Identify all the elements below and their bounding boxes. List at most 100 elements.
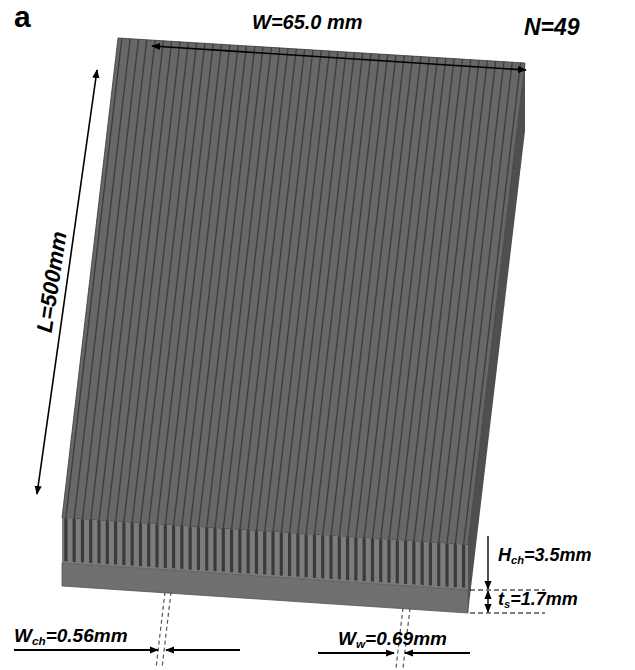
channel-line: [372, 57, 429, 539]
channel-slot: [222, 529, 225, 572]
channel-slot: [230, 529, 233, 572]
channel-line: [140, 43, 196, 523]
channel-slot: [338, 536, 341, 579]
channel-line: [91, 40, 147, 520]
subscript-text: s: [504, 598, 510, 610]
channel-line: [464, 63, 521, 545]
channel-line: [66, 38, 122, 518]
channel-line: [132, 42, 188, 522]
channel-slot: [429, 542, 432, 585]
channel-slot: [255, 531, 258, 574]
label-text: N=49: [524, 14, 580, 40]
dimension-arrow: [405, 652, 470, 654]
channel-slot: [280, 532, 283, 575]
subscript-text: w: [356, 637, 365, 650]
label-text: =1.7mm: [510, 589, 578, 609]
channel-slot: [263, 531, 266, 574]
channel-line: [174, 45, 230, 526]
channel-line: [190, 46, 246, 527]
label-text: =3.5mm: [524, 545, 592, 565]
channel-slot: [445, 543, 448, 586]
channel-slot: [238, 530, 241, 573]
channel-line: [149, 43, 205, 523]
channel-slot: [404, 541, 407, 584]
channel-line: [223, 48, 279, 529]
channel-line: [157, 44, 213, 524]
channel-slot: [387, 540, 390, 583]
channel-slot: [180, 526, 183, 569]
channel-line: [339, 55, 396, 536]
channel-slot: [155, 524, 158, 567]
top-face: [62, 38, 525, 545]
channel-line: [348, 56, 405, 537]
channel-slot: [247, 530, 250, 573]
channel-slot: [114, 521, 117, 564]
channel-slot: [296, 534, 299, 577]
channel-line: [422, 60, 479, 542]
dimension-label: N=49: [524, 16, 580, 39]
channel-slot: [454, 544, 457, 587]
channel-slot: [205, 528, 208, 571]
channel-slot: [437, 543, 440, 586]
dimension-arrow: [166, 649, 240, 651]
dashed-guide: [162, 592, 171, 668]
channel-slot: [379, 539, 382, 582]
channel-line: [207, 47, 263, 528]
channel-slot: [346, 537, 349, 580]
channel-line: [182, 45, 238, 526]
dimension-label: Hch=3.5mm: [498, 546, 592, 566]
channel-slot: [81, 519, 84, 562]
label-text: H: [498, 545, 511, 565]
dimension-arrow: [487, 591, 488, 612]
channel-slot: [412, 541, 415, 584]
channel-slot: [197, 527, 200, 570]
channel-line: [240, 49, 296, 530]
channel-line: [381, 58, 438, 540]
channel-line: [290, 52, 347, 533]
channel-line: [430, 61, 487, 543]
channel-line: [298, 53, 355, 534]
subscript-text: ch: [511, 554, 524, 566]
channel-slot: [321, 535, 324, 578]
channel-line: [455, 62, 512, 544]
channel-line: [414, 60, 471, 542]
channel-slot: [97, 520, 100, 563]
channel-slot: [363, 538, 366, 581]
dimension-label: W=65.0 mm: [252, 12, 363, 32]
channel-slot: [64, 518, 67, 561]
label-text: =0.56mm: [46, 625, 128, 646]
channel-line: [74, 39, 130, 519]
channel-slot: [164, 525, 167, 568]
channel-slot: [313, 535, 316, 578]
channel-slot: [329, 536, 332, 579]
label-text: W: [14, 625, 32, 646]
channel-slot: [288, 533, 291, 576]
channel-line: [248, 49, 304, 530]
channel-line: [281, 52, 338, 533]
channel-slot: [131, 523, 134, 566]
channel-slot: [462, 545, 465, 588]
channel-slot: [271, 532, 274, 575]
channel-slot: [189, 526, 192, 569]
dimension-label: a: [14, 2, 31, 32]
dashed-guide: [470, 612, 545, 613]
channel-line: [215, 47, 271, 528]
channel-slot: [73, 519, 76, 562]
channel-slot: [139, 523, 142, 566]
channel-slot: [354, 537, 357, 580]
channel-line: [364, 57, 421, 538]
label-text: t: [498, 589, 504, 609]
dimension-arrow: [487, 536, 488, 589]
channel-line: [439, 61, 496, 543]
dimension-label: L=500mm: [34, 230, 71, 334]
channel-slot: [122, 522, 125, 565]
channel-slot: [421, 542, 424, 585]
dimension-arrow: [318, 652, 394, 654]
channel-line: [356, 56, 413, 537]
channel-slot: [396, 540, 399, 583]
label-text: W: [338, 628, 356, 649]
channel-line: [447, 62, 504, 544]
dimension-label: Wch=0.56mm: [14, 626, 128, 647]
dimension-arrow: [14, 649, 158, 651]
